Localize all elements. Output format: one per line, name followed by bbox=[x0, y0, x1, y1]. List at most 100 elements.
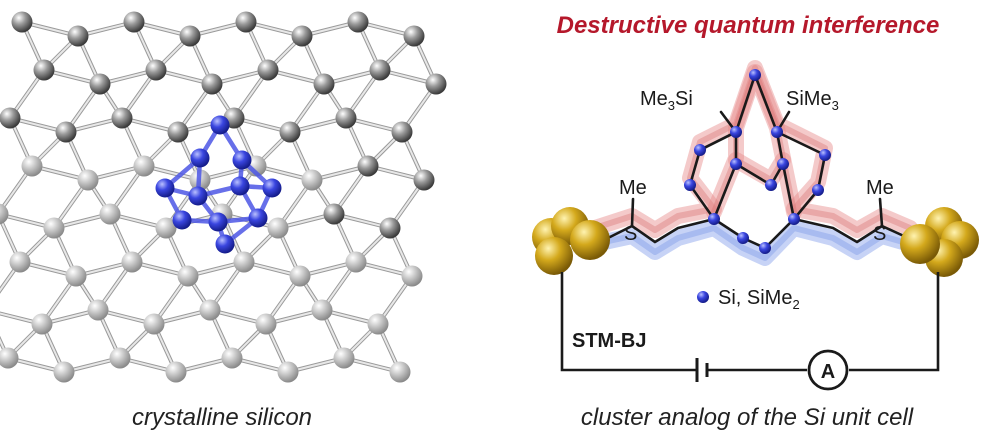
lattice-atom bbox=[167, 121, 189, 143]
lattice-atom bbox=[121, 251, 143, 273]
silicon-atom bbox=[788, 213, 800, 225]
molecule-silicon-atoms bbox=[684, 69, 831, 254]
lattice-atom bbox=[389, 361, 411, 383]
lattice-atom bbox=[111, 107, 133, 129]
lattice-atom bbox=[301, 169, 323, 191]
unit-cell-atom bbox=[190, 148, 210, 168]
lattice-atom bbox=[89, 73, 111, 95]
lattice-atom bbox=[21, 155, 43, 177]
lattice-atom bbox=[323, 203, 345, 225]
lattice-atom bbox=[257, 59, 279, 81]
lattice-atom bbox=[391, 121, 413, 143]
panel-title: Destructive quantum interference bbox=[557, 12, 940, 39]
lattice-atom bbox=[0, 107, 21, 129]
unit-cell-atom bbox=[172, 210, 192, 230]
lattice-atom bbox=[177, 265, 199, 287]
lattice-atom bbox=[425, 73, 447, 95]
lattice-atom bbox=[347, 11, 369, 33]
silicon-atom bbox=[759, 242, 771, 254]
lattice-atom bbox=[11, 11, 33, 33]
silicon-atom bbox=[819, 149, 831, 161]
stm-bj-label: STM-BJ bbox=[572, 330, 646, 352]
lattice-atom bbox=[0, 347, 19, 369]
unit-cell-atom bbox=[215, 234, 235, 254]
red-pathway-core bbox=[592, 65, 913, 233]
lattice-atom bbox=[279, 121, 301, 143]
silicon-atom bbox=[694, 144, 706, 156]
legend-marker bbox=[697, 291, 709, 303]
gold-electrode-right bbox=[900, 207, 979, 277]
legend-label: Si, SiMe2 bbox=[718, 287, 800, 312]
lattice-atom bbox=[155, 217, 177, 239]
unit-cell-atom bbox=[188, 186, 208, 206]
sulfur-left-label: S bbox=[624, 223, 637, 245]
lattice-atom bbox=[65, 265, 87, 287]
highlighted-unit-cell bbox=[155, 115, 282, 254]
silicon-atom bbox=[684, 179, 696, 191]
red-pathway bbox=[587, 60, 918, 238]
silicon-atom bbox=[737, 232, 749, 244]
lattice-atom bbox=[369, 59, 391, 81]
lattice-atom bbox=[255, 313, 277, 335]
lattice-atom bbox=[221, 347, 243, 369]
right-caption: cluster analog of the Si unit cell bbox=[581, 404, 914, 431]
methyl-left-label: Me bbox=[619, 177, 647, 199]
legend: Si, SiMe2 bbox=[697, 287, 800, 312]
unit-cell-atom bbox=[262, 178, 282, 198]
methyl-right-label: Me bbox=[866, 177, 894, 199]
lattice-atom bbox=[333, 347, 355, 369]
silicon-atom bbox=[777, 158, 789, 170]
gold-electrode-left bbox=[532, 207, 610, 275]
lattice-atom bbox=[379, 217, 401, 239]
trimethylsilyl-left-label: Me3Si bbox=[640, 88, 693, 113]
lattice-atom bbox=[201, 73, 223, 95]
sulfur-right-label: S bbox=[873, 223, 886, 245]
lattice-atom bbox=[401, 265, 423, 287]
lattice-atom bbox=[199, 299, 221, 321]
lattice-atom bbox=[0, 203, 9, 225]
battery-icon bbox=[695, 358, 709, 382]
lattice-atom bbox=[109, 347, 131, 369]
lattice-atom bbox=[123, 11, 145, 33]
blue-pathway-core bbox=[592, 225, 913, 261]
lattice-atom bbox=[345, 251, 367, 273]
unit-cell-atom bbox=[208, 212, 228, 232]
lattice-atom bbox=[99, 203, 121, 225]
unit-cell-atom bbox=[248, 208, 268, 228]
lattice-atom bbox=[145, 59, 167, 81]
lattice-atom bbox=[43, 217, 65, 239]
lattice-atom bbox=[267, 217, 289, 239]
lattice-atom bbox=[277, 361, 299, 383]
lattice-atom bbox=[143, 313, 165, 335]
circuit-wire bbox=[560, 272, 940, 372]
lattice-atom bbox=[53, 361, 75, 383]
ammeter-label: A bbox=[821, 361, 835, 383]
silicon-atom bbox=[812, 184, 824, 196]
lattice-atom bbox=[313, 73, 335, 95]
silicon-atom bbox=[771, 126, 783, 138]
unit-cell-atom bbox=[210, 115, 230, 135]
unit-cell-atom bbox=[232, 150, 252, 170]
lattice-atom bbox=[9, 251, 31, 273]
trimethylsilyl-right-label: SiMe3 bbox=[786, 88, 839, 113]
blue-pathway bbox=[587, 220, 918, 266]
lattice-atom bbox=[403, 25, 425, 47]
silicon-atom bbox=[708, 213, 720, 225]
lattice-atom bbox=[357, 155, 379, 177]
silicon-atom bbox=[730, 158, 742, 170]
lattice-atom bbox=[77, 169, 99, 191]
lattice-atom bbox=[31, 313, 53, 335]
lattice-atom bbox=[165, 361, 187, 383]
silicon-atom bbox=[765, 179, 777, 191]
silicon-atom bbox=[749, 69, 761, 81]
lattice-atom bbox=[413, 169, 435, 191]
lattice-atom bbox=[335, 107, 357, 129]
silicon-atom bbox=[730, 126, 742, 138]
lattice-atom bbox=[179, 25, 201, 47]
left-caption: crystalline silicon bbox=[132, 404, 312, 431]
unit-cell-atom bbox=[155, 178, 175, 198]
lattice-atom bbox=[33, 59, 55, 81]
lattice-atom bbox=[289, 265, 311, 287]
lattice-atom bbox=[133, 155, 155, 177]
